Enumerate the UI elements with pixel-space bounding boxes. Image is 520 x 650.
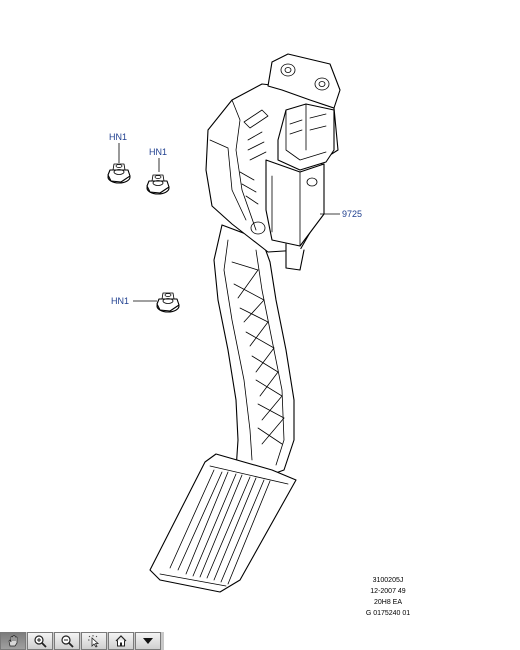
- pan-hand-icon: [8, 635, 18, 647]
- hn1-label-3: HN1: [111, 296, 129, 306]
- select-tool-button[interactable]: [81, 632, 107, 650]
- home-icon: [115, 635, 127, 647]
- pedal-position-sensor: [265, 103, 335, 271]
- drawing-reference-block: 3100205J 12-2007 49 20H8 EA G 0175240 01: [366, 577, 410, 617]
- hn1-label-2: HN1: [149, 147, 167, 157]
- home-button[interactable]: [108, 632, 134, 650]
- hn1-nut-callout-3: HN1: [111, 292, 180, 313]
- reference-line-3: 20H8 EA: [374, 599, 402, 606]
- flange-nut-3: [156, 292, 180, 313]
- reference-line-1: 3100205J: [373, 577, 404, 584]
- pedal-arm: [213, 224, 295, 479]
- zoom-out-icon: [61, 635, 74, 648]
- zoom-in-icon: [34, 635, 47, 648]
- viewer-toolbar: [0, 632, 164, 650]
- sensor-9725-label: 9725: [342, 209, 362, 219]
- select-cursor-icon: [88, 635, 100, 648]
- flange-nut-2: [146, 174, 170, 195]
- dropdown-arrow-icon: [143, 638, 153, 644]
- reference-line-4: G 0175240 01: [366, 610, 410, 617]
- zoom-out-button[interactable]: [54, 632, 80, 650]
- flange-nut-1: [107, 163, 131, 184]
- dropdown-button[interactable]: [135, 632, 161, 650]
- sensor-9725-callout: 9725: [320, 209, 362, 219]
- accelerator-pedal-diagram: HN1 HN1 HN1: [107, 53, 410, 617]
- hn1-nut-callout-2: HN1: [146, 147, 170, 195]
- zoom-in-button[interactable]: [27, 632, 53, 650]
- pedal-pad: [149, 453, 297, 593]
- hn1-label-1: HN1: [109, 132, 127, 142]
- reference-line-2: 12-2007 49: [370, 588, 406, 595]
- hn1-nut-callout-1: HN1: [107, 132, 131, 184]
- pan-tool-button[interactable]: [0, 632, 26, 650]
